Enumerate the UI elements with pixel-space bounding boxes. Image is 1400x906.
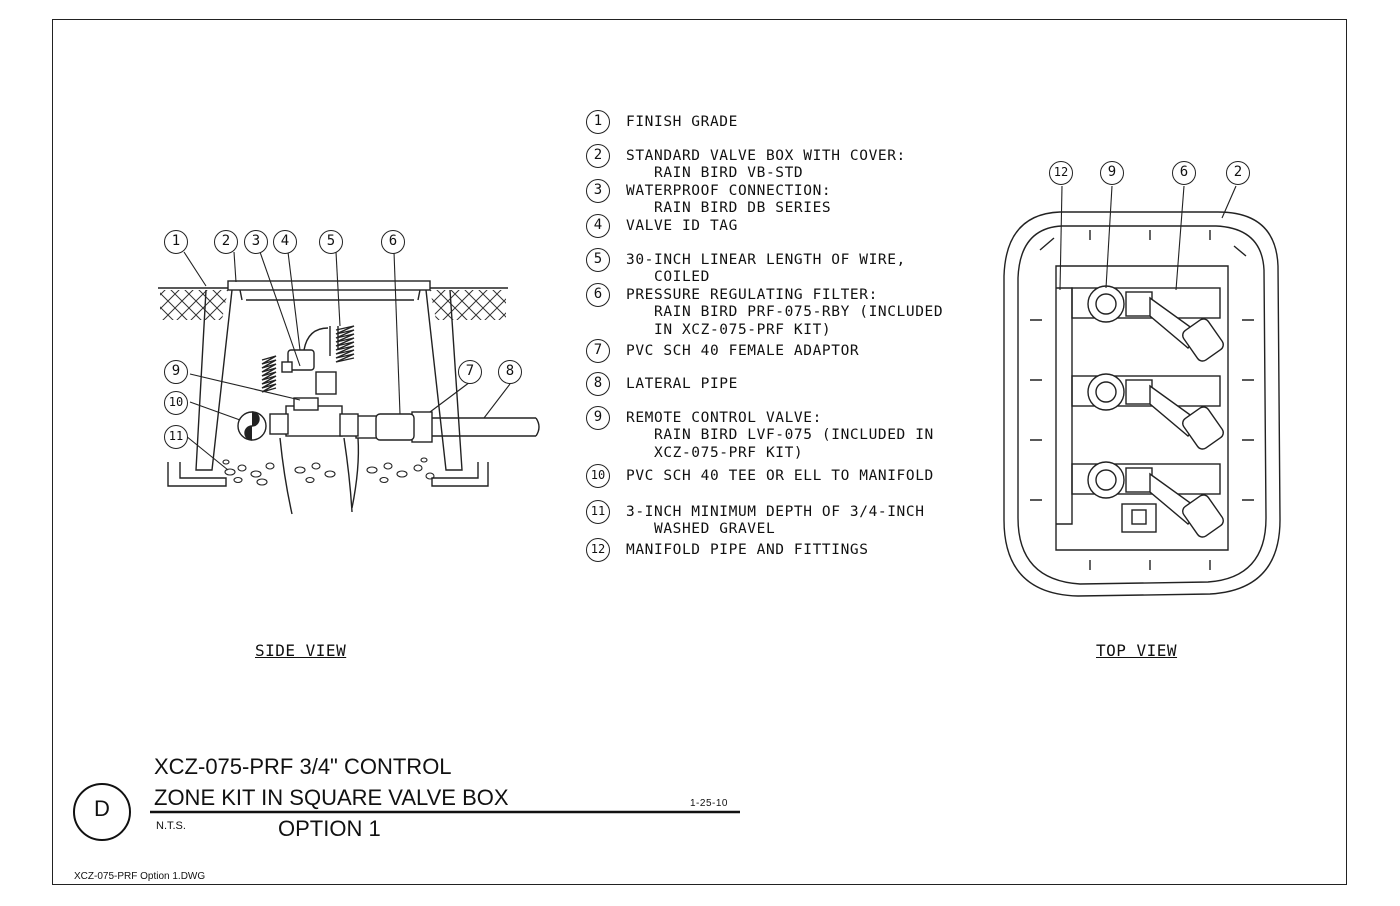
side-view-leaders [183,251,511,471]
legend-text: 3-INCH MINIMUM DEPTH OF 3/4-INCH WASHED … [626,504,925,538]
title-line-2: ZONE KIT IN SQUARE VALVE BOX [154,785,509,810]
manifold-pipe [1056,287,1073,525]
side-view-label: SIDE VIEW [255,641,347,660]
legend-text: 30-INCH LINEAR LENGTH OF WIRE, COILED [626,252,906,286]
valve-box-wall-right [425,289,463,471]
valve-row-2 [1071,373,1224,450]
legend-number: 11 [586,500,610,524]
callout-7: 7 [458,360,482,384]
valve-box-wall-left [195,289,233,471]
callout-11: 11 [164,425,188,449]
top-view-leaders [1059,185,1237,291]
side-view-drawing [158,280,540,515]
file-name: XCZ-075-PRF Option 1.DWG [74,871,206,882]
callout-10: 10 [164,391,188,415]
legend-number: 4 [586,214,610,238]
title-line-1: XCZ-075-PRF 3/4" CONTROL [154,754,452,779]
legend-number: 1 [586,110,610,134]
callout-5: 5 [319,230,343,254]
legend-number: 7 [586,339,610,363]
legend-number: 12 [586,538,610,562]
valve-box-inner [1055,265,1229,551]
legend-number: 9 [586,406,610,430]
legend-text: LATERAL PIPE [626,376,738,392]
legend-number: 10 [586,464,610,488]
option-label: OPTION 1 [278,816,381,841]
valve-box-outer [1003,211,1281,597]
legend-number: 8 [586,372,610,396]
callout-8: 8 [498,360,522,384]
legend-text: MANIFOLD PIPE AND FITTINGS [626,542,869,558]
lateral-pipe [430,417,536,437]
soil-hatch-right [430,290,506,320]
detail-circle [73,783,131,841]
legend-text: PVC SCH 40 FEMALE ADAPTOR [626,343,860,359]
box-latch [1121,503,1157,533]
callout-6-top: 6 [1172,161,1196,185]
callout-12: 12 [1049,161,1073,185]
wire-coil-right [335,325,355,363]
callout-9-top: 9 [1100,161,1124,185]
legend-text: VALVE ID TAG [626,218,738,234]
top-view-drawing [1003,211,1281,597]
female-adaptor [411,411,433,443]
callout-3: 3 [244,230,268,254]
valve-id-tag [287,349,315,371]
callout-6: 6 [381,230,405,254]
legend-text: STANDARD VALVE BOX WITH COVER: RAIN BIRD… [626,148,906,182]
top-view-label: TOP VIEW [1096,641,1178,660]
wire-coil-left [261,355,277,393]
legend-text: WATERPROOF CONNECTION: RAIN BIRD DB SERI… [626,183,832,217]
soil-hatch-left [160,290,228,320]
detail-letter: D [94,796,110,821]
gravel [222,457,435,486]
legend-number: 2 [586,144,610,168]
scale-label: N.T.S. [156,820,186,832]
legend-text: REMOTE CONTROL VALVE: RAIN BIRD LVF-075 … [626,410,934,461]
date-label: 1-25-10 [690,798,728,809]
legend-text: PRESSURE REGULATING FILTER: RAIN BIRD PR… [626,287,944,338]
valve-row-1 [1071,285,1224,362]
legend-text: PVC SCH 40 TEE OR ELL TO MANIFOLD [626,468,934,484]
valve-box-lid [227,280,431,291]
callout-4: 4 [273,230,297,254]
legend-number: 5 [586,248,610,272]
valve-row-3 [1071,461,1224,538]
drawing-sheet-border [52,19,1347,885]
legend-number: 3 [586,179,610,203]
callout-2: 2 [214,230,238,254]
callout-9: 9 [164,360,188,384]
callout-2-top: 2 [1226,161,1250,185]
legend-number: 6 [586,283,610,307]
callout-1: 1 [164,230,188,254]
legend-text: FINISH GRADE [626,114,738,130]
